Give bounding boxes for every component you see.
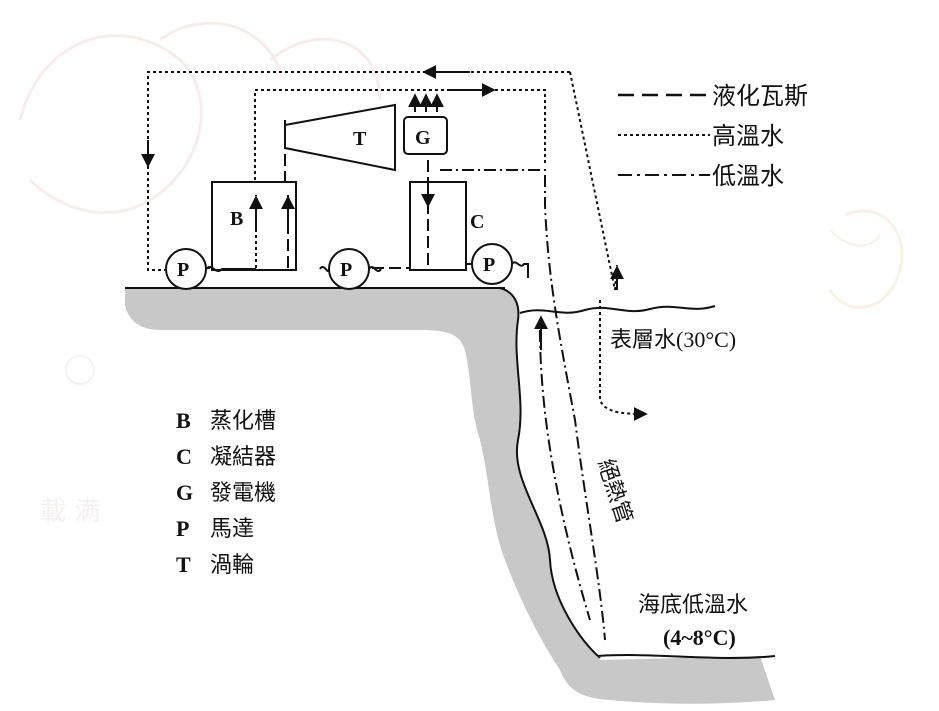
key-code: C bbox=[176, 444, 192, 469]
key-row: C 凝結器 bbox=[176, 444, 276, 469]
key-name: 凝結器 bbox=[210, 444, 276, 469]
cliff-edge-line bbox=[499, 287, 601, 659]
evaporator-label: B bbox=[230, 208, 243, 230]
watermark-text: 載 满 bbox=[40, 497, 100, 527]
key-row: G 發電機 bbox=[176, 480, 276, 505]
key-name: 馬達 bbox=[210, 516, 254, 541]
deep-water-temp-label: (4~8°C) bbox=[663, 625, 736, 650]
high-temp-arrows bbox=[141, 65, 624, 290]
pump-1: P bbox=[165, 248, 207, 290]
legend-label-high-temp: 高溫水 bbox=[712, 123, 784, 150]
evaporator: B bbox=[211, 181, 297, 271]
key-code: T bbox=[176, 552, 191, 577]
sea-surface-wave bbox=[519, 305, 716, 314]
condenser: C bbox=[409, 180, 484, 271]
deep-water-label: 海底低溫水 bbox=[638, 592, 748, 617]
pump-3-label: P bbox=[483, 254, 495, 276]
turbine-label: T bbox=[353, 128, 367, 150]
pump-2-label: P bbox=[340, 259, 352, 281]
generator: G bbox=[403, 93, 448, 155]
legend-label-gas: 液化瓦斯 bbox=[712, 83, 808, 110]
condenser-label: C bbox=[470, 211, 484, 233]
key-name: 渦輪 bbox=[210, 552, 254, 577]
insulated-pipe-label: 絕熱管 bbox=[593, 456, 637, 527]
key-code: P bbox=[176, 516, 189, 541]
key-code: B bbox=[176, 408, 191, 433]
key-row: B 蒸化槽 bbox=[176, 408, 276, 433]
key-row: P 馬達 bbox=[176, 516, 254, 541]
legend-label-low-temp: 低溫水 bbox=[712, 163, 784, 190]
pump-2: P bbox=[328, 248, 370, 290]
legend: 液化瓦斯 高溫水 低溫水 bbox=[618, 83, 808, 190]
low-temp-water-loop bbox=[440, 169, 606, 641]
component-key: B 蒸化槽 C 凝結器 G 發電機 P 馬達 T 渦輪 bbox=[176, 408, 276, 577]
legend-item-gas: 液化瓦斯 bbox=[618, 83, 808, 110]
key-name: 蒸化槽 bbox=[210, 408, 276, 433]
turbine: T bbox=[284, 103, 396, 172]
generator-label: G bbox=[415, 127, 431, 149]
sea-floor-line bbox=[597, 654, 776, 659]
key-name: 發電機 bbox=[210, 480, 276, 505]
pump-connectors bbox=[205, 261, 529, 278]
key-code: G bbox=[176, 480, 193, 505]
legend-item-high-temp: 高溫水 bbox=[618, 123, 784, 150]
watermark-decoration: 載 满 bbox=[18, 21, 904, 527]
land-mass bbox=[125, 288, 775, 704]
key-row: T 渦輪 bbox=[176, 552, 254, 577]
pump-3: P bbox=[471, 243, 513, 285]
pump-1-label: P bbox=[177, 259, 189, 281]
legend-item-low-temp: 低溫水 bbox=[618, 163, 784, 190]
surface-water-label: 表層水(30°C) bbox=[610, 327, 736, 352]
